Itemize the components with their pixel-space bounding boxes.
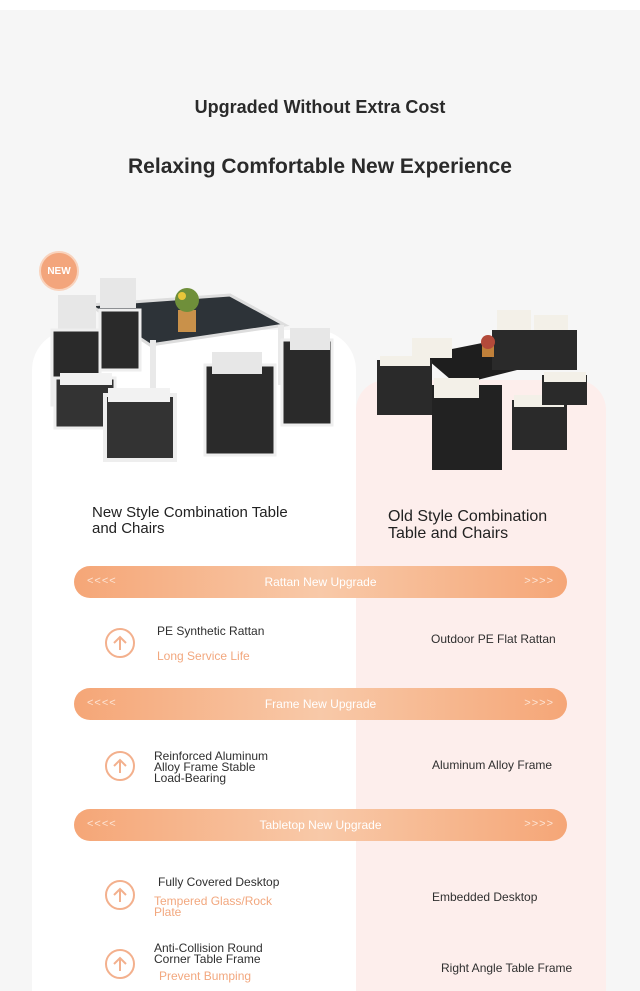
feature-new-subtext: Long Service Life (157, 649, 250, 663)
feature-new-text: Reinforced Aluminum Alloy Frame Stable L… (154, 749, 269, 785)
feature-new-subtext: Prevent Bumping (159, 969, 252, 983)
old-style-column (356, 380, 606, 991)
tabletop-upgrade-bar: <<<< Tabletop New Upgrade >>>> (74, 809, 567, 841)
bar-right-arrows: >>>> (524, 575, 554, 587)
arrow-up-circle-icon (105, 949, 135, 979)
bar-left-arrows: <<<< (87, 575, 117, 587)
arrow-up-circle-icon (105, 880, 135, 910)
bar-right-arrows: >>>> (524, 697, 554, 709)
old-style-title: Old Style Combination Table and Chairs (388, 508, 548, 542)
new-style-title: New Style Combination Table and Chairs (92, 504, 288, 537)
feature-new-text: Anti-Collision Round Corner Table Frame (154, 941, 263, 966)
headline-experience: Relaxing Comfortable New Experience (128, 155, 512, 178)
arrow-up-circle-icon (105, 628, 135, 658)
feature-old-text: Right Angle Table Frame (441, 961, 573, 975)
feature-new-text: PE Synthetic Rattan (157, 624, 265, 638)
feature-old-text: Outdoor PE Flat Rattan (431, 632, 556, 646)
arrow-up-circle-icon (105, 751, 135, 781)
rattan-upgrade-bar: <<<< Rattan New Upgrade >>>> (74, 566, 567, 598)
bar-right-arrows: >>>> (524, 818, 554, 830)
feature-new-text: Fully Covered Desktop (158, 875, 280, 889)
bar-left-arrows: <<<< (87, 818, 117, 830)
frame-upgrade-bar: <<<< Frame New Upgrade >>>> (74, 688, 567, 720)
feature-old-text: Aluminum Alloy Frame (432, 758, 553, 772)
bar-label: Rattan New Upgrade (264, 575, 377, 589)
feature-old-text: Embedded Desktop (432, 890, 538, 904)
new-style-column (32, 330, 356, 991)
new-furniture-image (50, 278, 334, 462)
old-furniture-image (377, 310, 587, 470)
bar-left-arrows: <<<< (87, 697, 117, 709)
feature-new-subtext: Tempered Glass/Rock Plate (154, 894, 273, 919)
headline-upgrade: Upgraded Without Extra Cost (194, 97, 446, 117)
bar-label: Tabletop New Upgrade (259, 818, 382, 832)
new-badge: NEW (39, 251, 79, 291)
bar-label: Frame New Upgrade (264, 697, 377, 711)
